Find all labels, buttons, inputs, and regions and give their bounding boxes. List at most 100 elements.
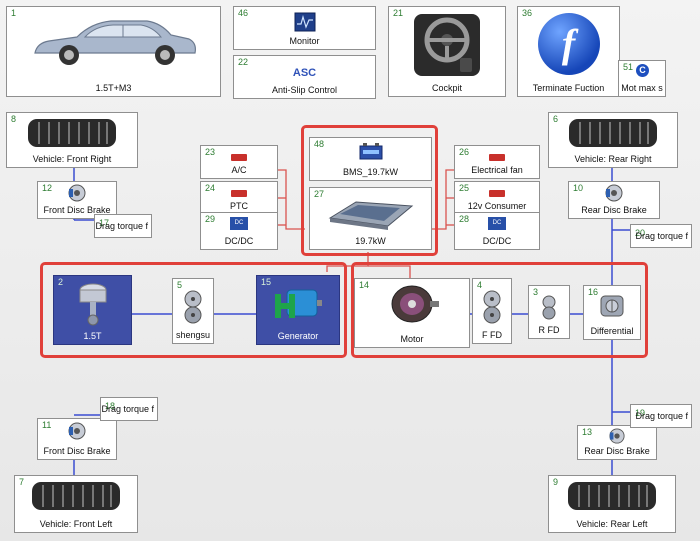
monitor-block[interactable]: 46 Monitor [233,6,376,50]
block-label: Drag torque f [101,404,154,414]
dcdc-converter-icon: DC [230,217,248,230]
block-label: Vehicle: Rear Left [576,519,648,529]
drag-torque-17-block[interactable]: 17 Drag torque f [94,214,152,238]
ac-block[interactable]: 23 A/C [200,145,278,179]
block-label: Monitor [289,36,320,46]
wheel-front-right-block[interactable]: 8 Vehicle: Front Right [6,112,138,168]
block-label: Vehicle: Rear Right [574,154,652,164]
block-number: 13 [582,427,593,437]
wheel-rear-left-block[interactable]: 9 Vehicle: Rear Left [548,475,676,533]
block-label: Vehicle: Front Left [39,519,113,529]
block-label: Differential [590,326,634,336]
block-label: Anti-Slip Control [271,85,338,95]
block-label: shengsu [175,330,211,340]
battery-highlight-frame [301,125,438,256]
tire-icon [569,119,657,147]
block-number: 12 [42,183,53,193]
drag-torque-19-block[interactable]: 19 Drag torque f [630,404,692,428]
block-label: 1.5T [83,331,102,341]
wheel-rear-right-block[interactable]: 6 Vehicle: Rear Right [548,112,678,168]
motor-drivetrain-highlight-frame [351,262,648,358]
differential-block[interactable]: 16 Differential [583,285,641,340]
asc-icon: ASC [292,67,317,79]
battery-block[interactable]: 27 19.7kW [309,187,432,250]
generator-block[interactable]: 15 Generator [256,275,340,345]
drag-torque-18-block[interactable]: 18 Drag torque f [100,397,158,421]
block-number: 3 [533,287,539,297]
link-battery-ac [278,169,305,230]
generator-icon [275,289,322,318]
block-number: 15 [261,277,272,287]
tire-icon [28,119,116,147]
tire-icon [568,482,656,510]
block-label: F FD [482,330,502,340]
electric-motor-icon [391,285,439,323]
disc-brake-icon [609,428,625,444]
engine-block[interactable]: 2 1.5T [53,275,132,345]
cockpit-block[interactable]: 21 Cockpit [388,6,506,97]
block-number: 6 [553,114,559,124]
motor-block[interactable]: 14 Motor [354,278,470,348]
bms-block[interactable]: 48 BMS_19.7kW [309,137,432,181]
dcdc-29-block[interactable]: 29 DC DC/DC [200,212,278,250]
block-label: Cockpit [431,83,462,93]
block-label: PTC [230,201,248,211]
block-label: Drag torque f [635,411,688,421]
block-number: 11 [42,420,52,430]
block-label: Rear Disc Brake [584,446,650,456]
rear-disc-brake-right-block[interactable]: 10 Rear Disc Brake [568,181,660,219]
block-number: 36 [522,8,533,18]
consumer-load-icon [489,190,505,197]
block-number: 24 [205,183,216,193]
differential-gear-icon [600,295,624,317]
block-number: 9 [553,477,559,487]
mot-max-speed-block[interactable]: 51 C Mot max s [618,60,666,97]
battery-pack-icon [328,201,413,230]
consumer-load-icon [231,154,247,161]
link-battery-generator [326,252,369,272]
monitor-icon [294,12,315,32]
wheel-front-left-block[interactable]: 7 Vehicle: Front Left [14,475,138,533]
block-label: 19.7kW [355,236,386,246]
block-label: Front Disc Brake [43,205,111,215]
rear-disc-brake-left-block[interactable]: 13 Rear Disc Brake [577,425,657,460]
block-number: 8 [11,114,17,124]
block-number: 25 [459,183,470,193]
front-disc-brake-right-block[interactable]: 12 Front Disc Brake [37,181,117,219]
front-disc-brake-left-block[interactable]: 11 Front Disc Brake [37,418,117,460]
dcdc-28-block[interactable]: 28 DC DC/DC [454,212,540,250]
block-number: 28 [459,214,470,224]
block-number: 22 [238,57,249,67]
block-label: Rear Disc Brake [581,205,647,215]
block-number: 18 [105,401,116,411]
car-icon [33,20,196,65]
function-f-icon: f [537,13,600,75]
electrical-fan-block[interactable]: 26 Electrical fan [454,145,540,179]
12v-consumer-block[interactable]: 25 12v Consumer [454,181,540,215]
front-final-drive-block[interactable]: 4 F FD [472,278,512,344]
engine-generator-highlight-frame [40,262,347,358]
rear-final-drive-block[interactable]: 3 R FD [528,285,570,339]
terminate-function-block[interactable]: 36 f Terminate Fuction [517,6,620,97]
disc-brake-icon [68,422,86,440]
block-number: 46 [238,8,249,18]
block-number: 17 [99,218,110,228]
block-number: 23 [205,147,216,157]
drag-torque-20-block[interactable]: 20 Drag torque f [630,224,692,248]
battery-management-icon [359,143,382,160]
anti-slip-control-block[interactable]: 22 ASC Anti-Slip Control [233,55,376,99]
block-label: Front Disc Brake [43,446,111,456]
block-number: 16 [588,287,599,297]
block-number: 21 [393,8,404,18]
ptc-block[interactable]: 24 PTC [200,181,278,215]
vehicle-block[interactable]: 1 1.5T+M3 [6,6,221,97]
constant-c-icon: C [636,64,649,77]
block-number: 20 [635,228,646,238]
gear-stage-icon [483,290,501,324]
consumer-load-icon [231,190,247,197]
link-battery-efan [432,169,454,230]
block-number: 26 [459,147,470,157]
shengsu-gear-block[interactable]: 5 shengsu [172,278,214,344]
